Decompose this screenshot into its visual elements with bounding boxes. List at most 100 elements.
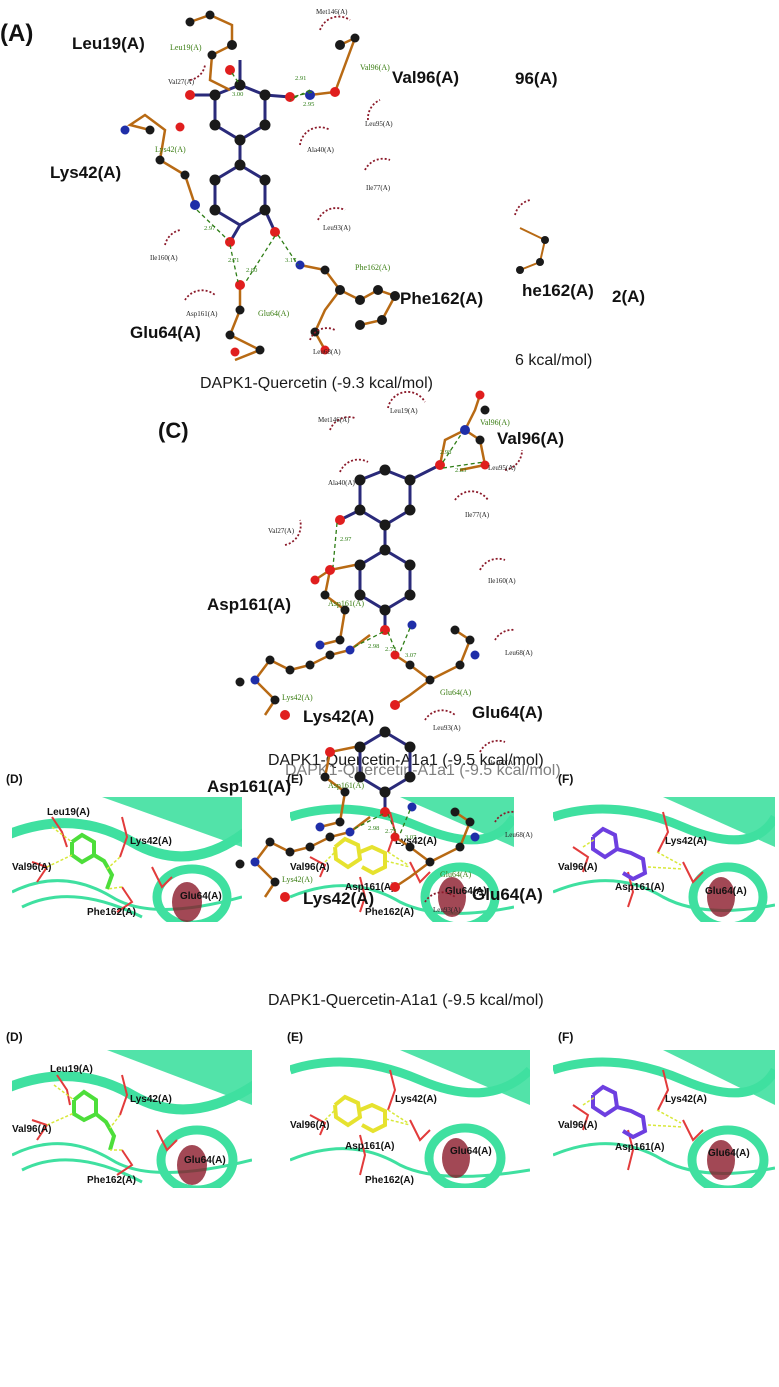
panel-a-ligplot: Met146(A) Val27(A) Leu95(A) Ala40(A) Ile… <box>50 8 645 369</box>
a-green-leu19: Leu19(A) <box>170 43 202 52</box>
a-stray-fragment <box>519 227 547 271</box>
a-label-val27: Val27(A) <box>168 78 195 86</box>
row2-e-label-phe162: Phe162(A) <box>365 1175 414 1186</box>
row1-d-label-val96: Val96(A) <box>12 862 51 873</box>
a-label-leu93: Leu93(A) <box>323 224 351 232</box>
c-label-ile160: Ile160(A) <box>488 577 516 585</box>
repeat-c-caption: DAPK1-Quercetin-A1a1 (-9.5 kcal/mol) <box>268 992 544 1009</box>
row2-d-label-leu19: Leu19(A) <box>50 1064 93 1075</box>
a-green-lys42: Lys42(A) <box>155 145 186 154</box>
row1-e-label-phe162: Phe162(A) <box>365 907 414 918</box>
row2-d-label-phe162: Phe162(A) <box>87 1175 136 1186</box>
row2-render-f: Lys42(A) Val96(A) Asp161(A) Glu64(A) <box>553 1050 775 1188</box>
a-label-ala40: Ala40(A) <box>307 146 334 154</box>
c-big-lys42: Lys42(A) <box>303 707 374 726</box>
r-green-lys42: Lys42(A) <box>282 875 313 884</box>
row1-e-label-lys42: Lys42(A) <box>395 836 437 847</box>
c-dist-2: 2.83 <box>455 467 466 474</box>
r-small-leu93: Leu93(A) <box>433 906 461 914</box>
a-label-ile160: Ile160(A) <box>150 254 178 262</box>
c-dist-1: 2.98 <box>440 449 451 456</box>
a-dist-1: 3.00 <box>232 91 243 98</box>
row1-render-f: Lys42(A) Val96(A) Asp161(A) Glu64(A) <box>553 797 775 922</box>
c-label-met146: Met146(A) <box>318 416 350 424</box>
row1-d-label-phe162: Phe162(A) <box>87 907 136 918</box>
r-green-asp161: Asp161(A) <box>328 781 364 790</box>
c-dist-4: 2.98 <box>368 643 379 650</box>
row2-render-d: Leu19(A) Lys42(A) Val96(A) Phe162(A) Glu… <box>12 1050 252 1188</box>
a-dist-3: 2.95 <box>303 101 314 108</box>
r-big-glu64: Glu64(A) <box>472 885 543 904</box>
panel-c-caption: DAPK1-Quercetin-A1a1 (-9.5 kcal/mol) <box>268 752 544 769</box>
row1-render-e: Lys42(A) Val96(A) Asp161(A) Glu64(A) Phe… <box>290 797 514 922</box>
row1-f-label-val96: Val96(A) <box>558 862 597 873</box>
row1-f-letter: (F) <box>558 772 574 786</box>
panel-a-letter: (A) <box>0 20 34 47</box>
row2-f-label-val96: Val96(A) <box>558 1120 597 1131</box>
row2-e-label-val96: Val96(A) <box>290 1120 329 1131</box>
row2-f-label-lys42: Lys42(A) <box>665 1094 707 1105</box>
a-green-phe162: Phe162(A) <box>355 263 390 272</box>
row1-f-label-lys42: Lys42(A) <box>665 836 707 847</box>
r-small-leu68: Leu68(A) <box>505 831 533 839</box>
row2-f-label-asp161: Asp161(A) <box>615 1142 664 1153</box>
a-label-leu95: Leu95(A) <box>365 120 393 128</box>
a-big-phe162: Phe162(A) <box>400 289 483 308</box>
row2-render-e: Lys42(A) Val96(A) Asp161(A) Glu64(A) Phe… <box>290 1050 530 1188</box>
r-big-lys42: Lys42(A) <box>303 889 374 908</box>
row1-f-label-glu64: Glu64(A) <box>705 886 747 897</box>
a-dist-4: 2.97 <box>204 225 216 232</box>
panel-a-atoms <box>120 10 400 357</box>
r-dist-1: 2.98 <box>368 825 379 832</box>
row1-d-letter: (D) <box>6 772 23 786</box>
panel-a-hbonds <box>196 72 313 284</box>
row1-render-d: Leu19(A) Lys42(A) Val96(A) Phe162(A) Glu… <box>12 797 242 922</box>
row2-e-label-asp161: Asp161(A) <box>345 1141 394 1152</box>
c-label-ala40: Ala40(A) <box>328 479 355 487</box>
a-green-glu64: Glu64(A) <box>258 309 289 318</box>
c-green-asp161: Asp161(A) <box>328 599 364 608</box>
row2-d-label-val96: Val96(A) <box>12 1124 51 1135</box>
c-big-glu64: Glu64(A) <box>472 703 543 722</box>
row1-e-letter: (E) <box>287 772 303 786</box>
r-dist-2: 2.73 <box>385 828 396 835</box>
c-dist-3: 2.97 <box>340 536 352 543</box>
c-label-val27: Val27(A) <box>268 527 295 535</box>
a-ghost-2: he162(A) <box>522 281 594 300</box>
a-dist-7: 3.17 <box>285 257 297 264</box>
a-label-asp161: Asp161(A) <box>186 310 218 318</box>
row1-d-label-glu64: Glu64(A) <box>180 891 222 902</box>
panel-a-caption: DAPK1-Quercetin (-9.3 kcal/mol) <box>200 375 433 392</box>
c-label-ile77: Ile77(A) <box>465 511 490 519</box>
row2-d-label-lys42: Lys42(A) <box>130 1094 172 1105</box>
a-big-glu64: Glu64(A) <box>130 323 201 342</box>
c-label-leu19: Leu19(A) <box>390 407 418 415</box>
row1-d-label-lys42: Lys42(A) <box>130 836 172 847</box>
row2-f-letter: (F) <box>558 1030 574 1044</box>
r-green-glu64: Glu64(A) <box>440 870 471 879</box>
row2-e-label-glu64: Glu64(A) <box>450 1146 492 1157</box>
c-dist-6: 3.07 <box>405 652 417 659</box>
c-dist-5: 2.73 <box>385 646 396 653</box>
r-dist-3: 3.07 <box>405 834 417 841</box>
row1-e-label-asp161: Asp161(A) <box>345 882 394 893</box>
a-dist-6: 2.80 <box>246 267 257 274</box>
panel-c-letter: (C) <box>158 418 189 443</box>
r-big-asp161: Asp161(A) <box>207 777 291 796</box>
c-green-val96: Val96(A) <box>480 418 510 427</box>
row1-e-label-val96: Val96(A) <box>290 862 329 873</box>
row2-e-letter: (E) <box>287 1030 303 1044</box>
a-dist-5: 2.71 <box>228 257 239 264</box>
row2-d-letter: (D) <box>6 1030 23 1044</box>
r-small-ile160: Ile160(A) <box>488 759 516 767</box>
panel-a-hydrophobic-arcs <box>164 15 531 341</box>
a-label-ile77: Ile77(A) <box>366 184 391 192</box>
a-label-met146: Met146(A) <box>316 8 348 16</box>
a-ghost-1: 96(A) <box>515 69 558 88</box>
panel-c-caption-ghost: DAPK1-Quercetin-A1a1 (-9.5 kcal/mol) <box>285 762 561 779</box>
a-dist-2: 2.91 <box>295 75 306 82</box>
row2-e-label-lys42: Lys42(A) <box>395 1094 437 1105</box>
c-label-leu93: Leu93(A) <box>433 724 461 732</box>
c-label-leu68: Leu68(A) <box>505 649 533 657</box>
a-big-val96: Val96(A) <box>392 68 459 87</box>
